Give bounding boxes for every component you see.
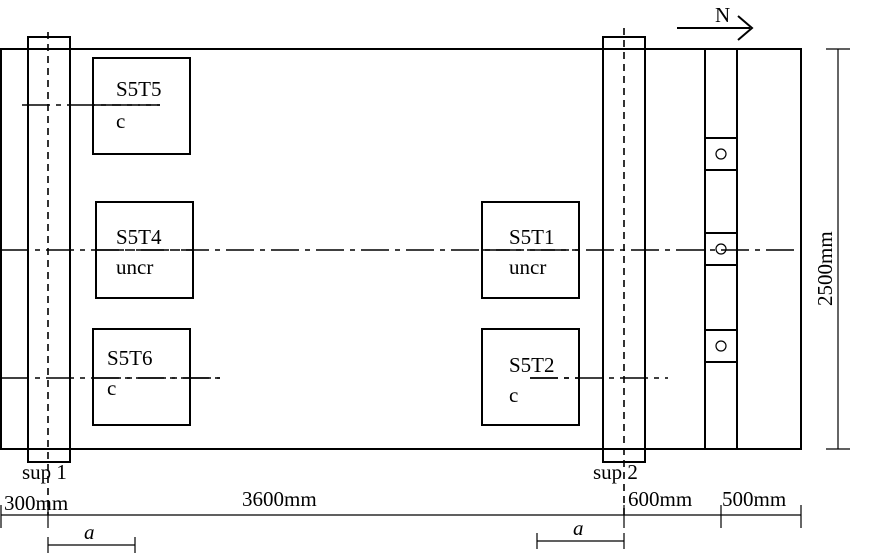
- specimen-id: S5T4: [116, 225, 162, 249]
- specimen-state: uncr: [509, 255, 546, 279]
- specimen-s5t6: S5T6 c: [92, 328, 220, 426]
- north-label: N: [715, 3, 730, 27]
- north-arrow: N: [677, 3, 754, 41]
- specimen-state: c: [509, 383, 518, 407]
- width-label: 2500mm: [813, 231, 837, 306]
- bearing-pin-bottom: [715, 340, 727, 352]
- bearing-pin-middle: [715, 243, 727, 255]
- specimen-state: c: [107, 376, 116, 400]
- shear-span-label: a: [573, 516, 584, 540]
- specimen-s5t2: S5T2 c: [481, 328, 580, 426]
- support-label-2: sup 2: [593, 460, 638, 484]
- specimen-id: S5T5: [116, 77, 162, 101]
- specimen-state: uncr: [116, 255, 153, 279]
- shear-span-label: a: [84, 520, 95, 544]
- specimen-state: c: [116, 109, 125, 133]
- width-dimension: 2500mm: [813, 48, 850, 450]
- specimen-s5t1: S5T1 uncr: [481, 201, 580, 299]
- shear-span-right: a: [536, 516, 625, 549]
- dim-right-end: 500mm: [722, 487, 786, 511]
- loading-beam: [704, 48, 738, 450]
- bearing-plate-top: [704, 137, 738, 171]
- length-dimension-chain: 300mm 3600mm 600mm 500mm: [0, 487, 802, 528]
- slab-outline: [0, 48, 802, 450]
- bearing-plate-middle: [704, 232, 738, 266]
- specimen-s5t4: S5T4 uncr: [95, 201, 194, 299]
- specimen-id: S5T6: [107, 346, 153, 370]
- specimen-id: S5T2: [509, 353, 555, 377]
- dim-right-gap: 600mm: [628, 487, 692, 511]
- dim-span: 3600mm: [242, 487, 317, 511]
- specimen-id: S5T1: [509, 225, 555, 249]
- shear-span-left: a: [47, 520, 136, 553]
- specimen-s5t5: S5T5 c: [92, 57, 191, 155]
- bearing-pin-top: [715, 148, 727, 160]
- support-label-1: sup 1: [22, 460, 67, 484]
- bearing-plate-bottom: [704, 329, 738, 363]
- dim-left-overhang: 300mm: [4, 491, 68, 515]
